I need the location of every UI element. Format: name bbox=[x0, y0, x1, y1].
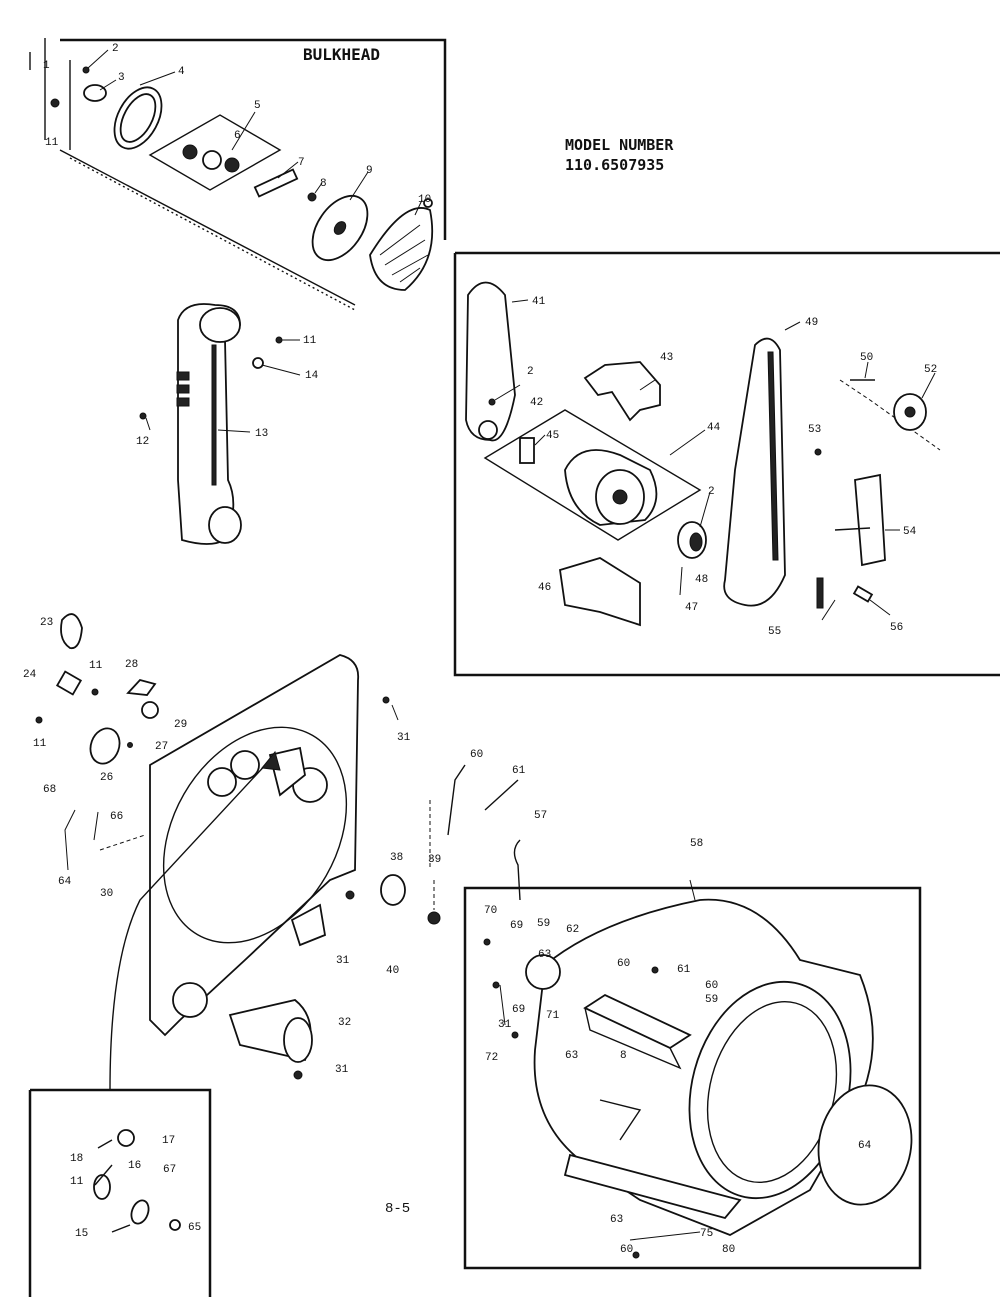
label-61b: 61 bbox=[677, 964, 691, 976]
label-38: 38 bbox=[390, 852, 403, 864]
label-55: 55 bbox=[768, 626, 781, 638]
label-2c: 2 bbox=[708, 486, 715, 498]
label-63b: 63 bbox=[565, 1050, 578, 1062]
label-28: 28 bbox=[125, 659, 138, 671]
label-1: 1 bbox=[43, 60, 50, 72]
label-69: 69 bbox=[510, 920, 523, 932]
label-49: 49 bbox=[805, 317, 818, 329]
label-63a: 63 bbox=[538, 949, 551, 961]
label-59: 59 bbox=[537, 918, 550, 930]
label-11d: 11 bbox=[33, 738, 47, 750]
label-41: 41 bbox=[532, 296, 546, 308]
label-16: 16 bbox=[128, 1160, 141, 1172]
front-bulkhead bbox=[35, 613, 521, 1091]
label-9: 9 bbox=[366, 165, 373, 177]
label-4: 4 bbox=[178, 66, 185, 78]
switch-inset bbox=[28, 1088, 212, 1297]
label-67: 67 bbox=[163, 1164, 176, 1176]
label-66: 66 bbox=[110, 811, 123, 823]
label-23: 23 bbox=[40, 617, 53, 629]
label-60: 60 bbox=[470, 749, 483, 761]
label-43: 43 bbox=[660, 352, 673, 364]
label-18: 18 bbox=[70, 1153, 83, 1165]
label-62: 62 bbox=[566, 924, 579, 936]
label-59b: 59 bbox=[705, 994, 718, 1006]
bulkhead-section bbox=[29, 38, 447, 311]
label-2b: 2 bbox=[527, 366, 534, 378]
label-61: 61 bbox=[512, 765, 526, 777]
model-number: 110.6507935 bbox=[565, 156, 664, 174]
label-32: 32 bbox=[338, 1017, 351, 1029]
label-64: 64 bbox=[58, 876, 72, 888]
label-13: 13 bbox=[255, 428, 268, 440]
label-2: 2 bbox=[112, 43, 119, 55]
label-42: 42 bbox=[530, 397, 543, 409]
page-number: 8-5 bbox=[385, 1201, 410, 1217]
label-11a: 11 bbox=[45, 137, 59, 149]
motor-section bbox=[453, 251, 1000, 677]
label-60b: 60 bbox=[617, 958, 630, 970]
label-44: 44 bbox=[707, 422, 721, 434]
label-40: 40 bbox=[386, 965, 399, 977]
label-64b: 64 bbox=[858, 1140, 872, 1152]
label-39: 39 bbox=[428, 854, 441, 866]
label-68: 68 bbox=[43, 784, 56, 796]
label-11b: 11 bbox=[303, 335, 317, 347]
label-27: 27 bbox=[155, 741, 168, 753]
label-69b: 69 bbox=[512, 1004, 525, 1016]
label-26: 26 bbox=[100, 772, 113, 784]
label-65: 65 bbox=[188, 1222, 201, 1234]
drum-section bbox=[463, 879, 922, 1270]
label-46: 46 bbox=[538, 582, 551, 594]
label-31b: 31 bbox=[336, 955, 350, 967]
label-50: 50 bbox=[860, 352, 873, 364]
label-12: 12 bbox=[136, 436, 149, 448]
label-54: 54 bbox=[903, 526, 917, 538]
label-11e: 11 bbox=[70, 1176, 84, 1188]
label-70: 70 bbox=[484, 905, 497, 917]
label-8b: 8 bbox=[620, 1050, 627, 1062]
label-31d: 31 bbox=[498, 1019, 512, 1031]
label-75: 75 bbox=[700, 1228, 713, 1240]
label-56: 56 bbox=[890, 622, 903, 634]
label-6: 6 bbox=[234, 130, 241, 142]
label-31a: 31 bbox=[397, 732, 411, 744]
label-52: 52 bbox=[924, 364, 937, 376]
label-80: 80 bbox=[722, 1244, 735, 1256]
label-10: 10 bbox=[418, 194, 431, 206]
label-53: 53 bbox=[808, 424, 821, 436]
label-5: 5 bbox=[254, 100, 261, 112]
label-3: 3 bbox=[118, 72, 125, 84]
label-15: 15 bbox=[75, 1228, 88, 1240]
label-45: 45 bbox=[546, 430, 559, 442]
label-14: 14 bbox=[305, 370, 319, 382]
label-71: 71 bbox=[546, 1010, 560, 1022]
label-58: 58 bbox=[690, 838, 703, 850]
label-57: 57 bbox=[534, 810, 547, 822]
model-label: MODEL NUMBER bbox=[565, 136, 674, 154]
label-72: 72 bbox=[485, 1052, 498, 1064]
label-60d: 60 bbox=[620, 1244, 633, 1256]
label-48: 48 bbox=[695, 574, 708, 586]
label-24: 24 bbox=[23, 669, 37, 681]
label-47: 47 bbox=[685, 602, 698, 614]
label-29: 29 bbox=[174, 719, 187, 731]
exhaust-duct bbox=[139, 303, 301, 545]
label-7: 7 bbox=[298, 157, 305, 169]
label-60c: 60 bbox=[705, 980, 718, 992]
part-labels: 1 2 3 4 5 6 7 8 9 10 11 11 12 13 14 41 2… bbox=[23, 43, 937, 1256]
label-17: 17 bbox=[162, 1135, 175, 1147]
label-30: 30 bbox=[100, 888, 113, 900]
bulkhead-title: BULKHEAD bbox=[303, 45, 380, 64]
label-11c: 11 bbox=[89, 660, 103, 672]
label-8: 8 bbox=[320, 178, 327, 190]
label-63c: 63 bbox=[610, 1214, 623, 1226]
label-31c: 31 bbox=[335, 1064, 349, 1076]
